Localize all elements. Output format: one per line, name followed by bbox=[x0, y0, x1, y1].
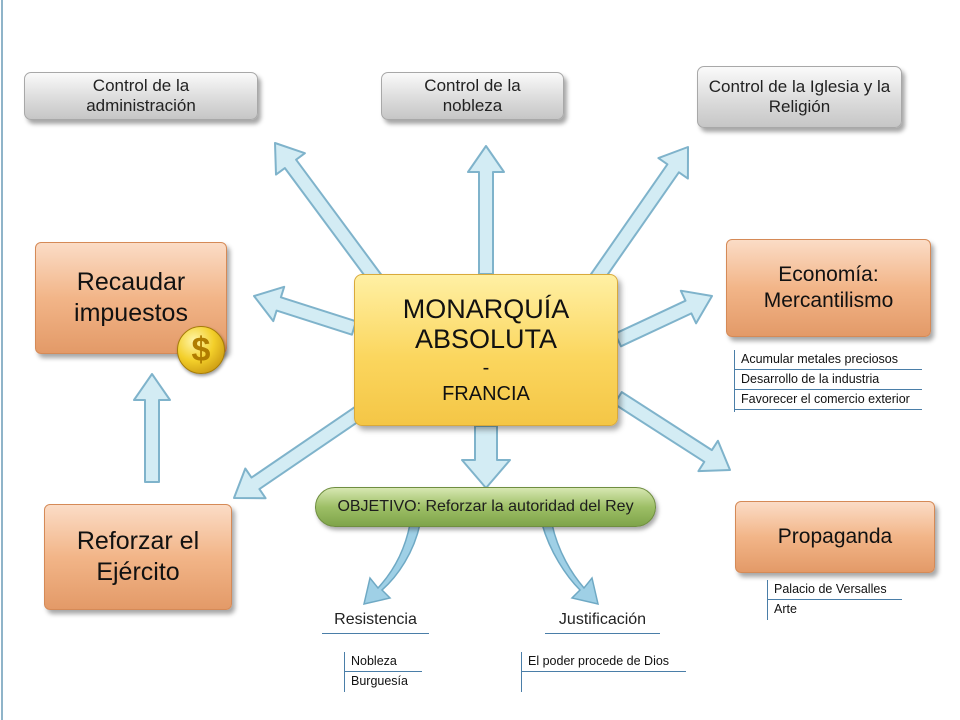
economy-line2: Mercantilismo bbox=[763, 289, 894, 312]
economy-list: Acumular metales preciosos Desarrollo de… bbox=[734, 350, 922, 412]
economy-item-trade: Favorecer el comercio exterior bbox=[734, 390, 922, 410]
reinforce-army-box: Reforzar el Ejército bbox=[44, 504, 232, 610]
objective-text: OBJETIVO: Reforzar la autoridad del Rey bbox=[337, 498, 634, 515]
resistance-item-bourgeoisie: Burguesía bbox=[351, 674, 408, 688]
collect-taxes-line1: Recaudar bbox=[76, 268, 186, 296]
resistance-list: Nobleza Burguesía bbox=[344, 652, 422, 692]
collect-taxes-line2: impuestos bbox=[74, 299, 188, 327]
control-nobility-line2: nobleza bbox=[442, 96, 503, 115]
control-church-line2: Religión bbox=[768, 97, 831, 116]
propaganda-box: Propaganda bbox=[735, 501, 935, 573]
center-line3: - bbox=[482, 357, 490, 379]
arrow-to-administration bbox=[274, 142, 385, 288]
economy-line1: Economía: bbox=[778, 263, 879, 286]
curve-arrow-to-resistance bbox=[362, 523, 421, 606]
propaganda-item-art: Arte bbox=[774, 602, 797, 616]
arrow-army-to-taxes bbox=[133, 373, 171, 483]
center-line4: FRANCIA bbox=[442, 383, 530, 405]
collect-taxes-box: Recaudar impuestos bbox=[35, 242, 227, 354]
arrow-to-objective bbox=[461, 425, 511, 489]
resistance-heading: Resistencia bbox=[322, 611, 429, 634]
control-nobility-box: Control de la nobleza bbox=[381, 72, 564, 120]
left-border-line bbox=[1, 0, 3, 720]
economy-box: Economía: Mercantilismo bbox=[726, 239, 931, 337]
arrow-to-army bbox=[233, 405, 365, 500]
justification-heading: Justificación bbox=[545, 611, 660, 634]
arrow-to-propaganda bbox=[613, 391, 731, 473]
control-administration-line2: administración bbox=[86, 96, 196, 115]
arrow-to-taxes bbox=[253, 285, 358, 336]
reinforce-army-line2: Ejército bbox=[96, 558, 180, 586]
justification-item-divine: El poder procede de Dios bbox=[521, 652, 686, 672]
control-administration-line1: Control de la bbox=[92, 76, 190, 95]
resistance-item-nobility: Nobleza bbox=[344, 652, 422, 672]
reinforce-army-line1: Reforzar el bbox=[76, 527, 200, 555]
center-line2: ABSOLUTA bbox=[414, 324, 558, 354]
justification-list: El poder procede de Dios bbox=[521, 652, 686, 692]
arrow-to-nobility bbox=[467, 145, 505, 275]
propaganda-title: Propaganda bbox=[777, 525, 893, 548]
economy-item-industry: Desarrollo de la industria bbox=[734, 370, 922, 390]
center-line1: MONARQUÍA bbox=[402, 294, 570, 324]
objective-pill: OBJETIVO: Reforzar la autoridad del Rey bbox=[315, 487, 656, 527]
dollar-coin-icon: $ bbox=[177, 326, 225, 374]
control-nobility-line1: Control de la bbox=[424, 76, 521, 95]
control-administration-box: Control de la administración bbox=[24, 72, 258, 120]
propaganda-item-versailles: Palacio de Versalles bbox=[767, 580, 902, 600]
control-church-box: Control de la Iglesia y la Religión bbox=[697, 66, 902, 128]
curve-arrow-to-justification bbox=[541, 523, 600, 606]
arrow-to-economy bbox=[614, 289, 713, 348]
propaganda-list: Palacio de Versalles Arte bbox=[767, 580, 902, 620]
absolute-monarchy-box: MONARQUÍA ABSOLUTA - FRANCIA bbox=[354, 274, 618, 426]
coin-symbol: $ bbox=[191, 331, 211, 369]
economy-item-metals: Acumular metales preciosos bbox=[734, 350, 922, 370]
control-church-line1: Control de la Iglesia y la bbox=[708, 77, 891, 96]
justification-title: Justificación bbox=[558, 611, 647, 628]
resistance-title: Resistencia bbox=[334, 611, 417, 628]
arrow-to-church bbox=[587, 146, 689, 287]
